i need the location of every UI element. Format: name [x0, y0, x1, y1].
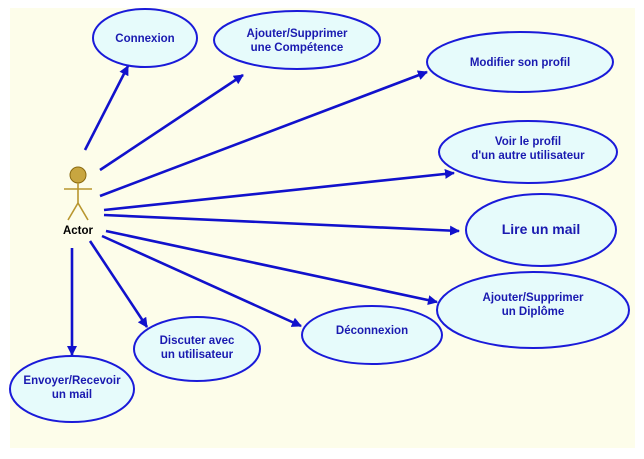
- arrow-to-modifier-profil: [99, 70, 428, 198]
- arrow-to-ajouter-diplome: [105, 229, 438, 306]
- actor-right-leg: [77, 202, 89, 221]
- arrow-to-voir-profil: [103, 168, 455, 212]
- use-case-connexion[interactable]: Connexion: [92, 8, 198, 68]
- use-case-label: Lire un mail: [502, 221, 581, 237]
- use-case-ajouter-diplome[interactable]: Ajouter/Supprimer un Diplôme: [436, 271, 630, 349]
- use-case-label: un utilisateur: [161, 349, 234, 361]
- arrow-to-deconnexion: [101, 234, 302, 328]
- use-case-ellipse: [301, 305, 443, 365]
- use-case-ellipse: [133, 316, 261, 382]
- use-case-ellipse: [465, 193, 617, 267]
- actor-label: Actor: [63, 225, 94, 237]
- use-case-ellipse: [92, 8, 198, 68]
- use-case-deconnexion[interactable]: Déconnexion: [301, 305, 443, 365]
- use-case-label: Discuter avec: [160, 335, 235, 347]
- use-case-ellipse: [426, 31, 614, 93]
- arrow-to-lire-mail: [103, 213, 460, 236]
- arrow-to-connexion: [83, 65, 130, 151]
- use-case-ajouter-competence[interactable]: Ajouter/Supprimer une Compétence: [213, 10, 381, 70]
- use-case-label: un mail: [52, 389, 92, 401]
- actor-head: [69, 166, 87, 184]
- use-case-label: Ajouter/Supprimer: [247, 28, 348, 40]
- use-case-label: Envoyer/Recevoir: [23, 375, 121, 387]
- use-case-discuter[interactable]: Discuter avec un utilisateur: [133, 316, 261, 382]
- arrow-to-discuter: [88, 240, 149, 328]
- use-case-voir-profil[interactable]: Voir le profil d'un autre utilisateur: [438, 120, 618, 184]
- use-case-label: Ajouter/Supprimer: [483, 292, 584, 304]
- use-case-label: d'un autre utilisateur: [471, 150, 585, 162]
- use-case-label: Déconnexion: [336, 325, 408, 337]
- use-case-ellipse: [9, 355, 135, 423]
- actor-figure[interactable]: Actor: [63, 166, 94, 237]
- use-case-label: Voir le profil: [495, 136, 561, 148]
- use-case-label: une Compétence: [251, 42, 344, 54]
- association-arrows: [67, 65, 460, 356]
- use-case-label: Connexion: [115, 33, 174, 45]
- use-case-label: Modifier son profil: [470, 57, 570, 69]
- arrow-to-ajouter-competence: [99, 73, 244, 172]
- use-case-envoyer-recevoir[interactable]: Envoyer/Recevoir un mail: [9, 355, 135, 423]
- use-case-lire-mail[interactable]: Lire un mail: [465, 193, 617, 267]
- use-case-label: un Diplôme: [502, 306, 565, 318]
- use-case-ellipse: [436, 271, 630, 349]
- use-case-ellipse: [213, 10, 381, 70]
- use-case-ellipse: [438, 120, 618, 184]
- actor-left-leg: [67, 202, 79, 221]
- use-case-modifier-profil[interactable]: Modifier son profil: [426, 31, 614, 93]
